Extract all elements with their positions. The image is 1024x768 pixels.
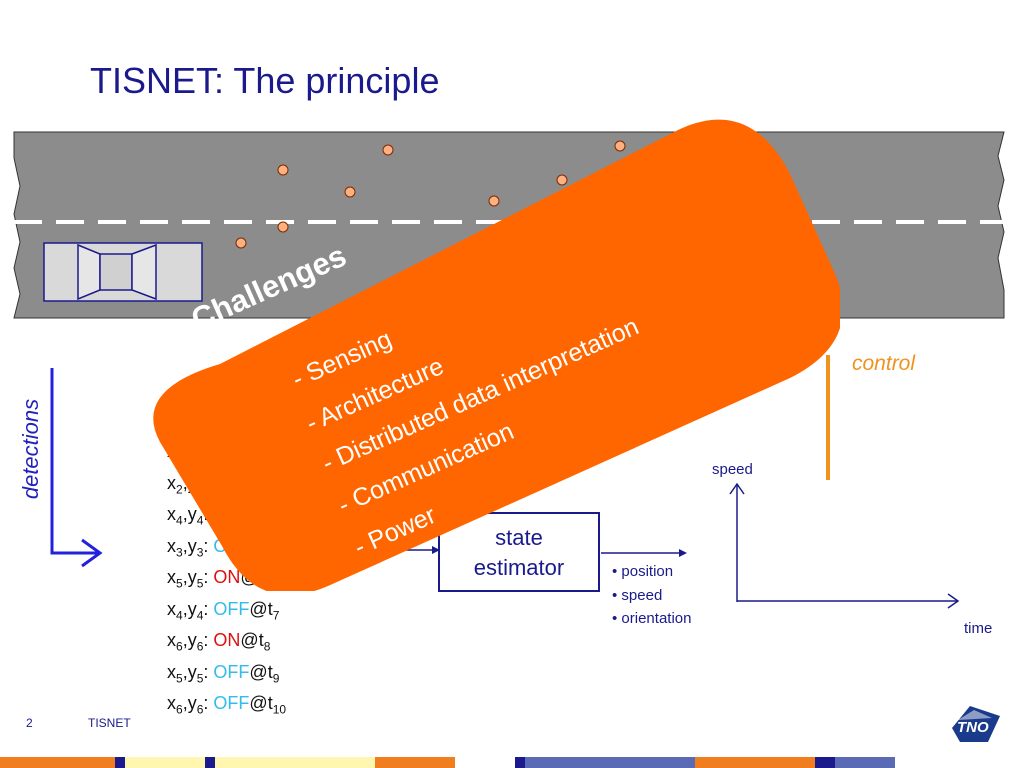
event-x-index: 6 bbox=[176, 702, 183, 717]
sensor-dot bbox=[235, 237, 247, 249]
separator: : bbox=[203, 693, 214, 713]
event-x-index: 4 bbox=[176, 608, 183, 623]
event-x-index: 6 bbox=[176, 639, 183, 654]
output-item: • speed bbox=[612, 586, 663, 604]
state-estimator-line2: estimator bbox=[473, 555, 565, 580]
speed-time-axes bbox=[729, 482, 960, 609]
event-state: ON bbox=[213, 567, 241, 587]
sensor-dot bbox=[556, 174, 568, 186]
event-y-index: 3 bbox=[196, 545, 204, 560]
detection-event: x4,y4: OFF@t7 bbox=[167, 594, 286, 626]
event-time-index: 7 bbox=[272, 608, 280, 623]
control-label: control bbox=[852, 352, 916, 375]
separator: , bbox=[182, 598, 188, 619]
event-state: ON bbox=[213, 630, 241, 650]
detection-event: x5,y5: OFF@t9 bbox=[167, 657, 286, 689]
separator: , bbox=[182, 630, 188, 650]
event-y: y bbox=[187, 661, 197, 682]
event-x: x bbox=[167, 535, 176, 556]
event-x: x bbox=[167, 630, 176, 650]
event-time: t bbox=[258, 630, 264, 650]
challenges-callout bbox=[153, 119, 840, 591]
event-x-index: 5 bbox=[176, 576, 183, 591]
state-estimator-box: state estimator bbox=[438, 512, 600, 592]
event-y-index: 4 bbox=[196, 608, 204, 623]
car-icon bbox=[43, 242, 203, 302]
x-axis-label: time bbox=[964, 620, 993, 637]
page-number: 2 bbox=[26, 716, 33, 730]
event-x: x bbox=[167, 661, 176, 682]
event-y: y bbox=[187, 535, 197, 556]
separator: , bbox=[182, 504, 188, 524]
y-axis-label: speed bbox=[712, 461, 753, 478]
output-list: • position • speed • orientation bbox=[612, 560, 691, 631]
svg-text:TNO: TNO bbox=[957, 719, 989, 736]
tno-logo-icon: TNO bbox=[952, 706, 1000, 742]
event-y: y bbox=[187, 693, 197, 713]
detections-label: detections bbox=[18, 398, 43, 500]
event-time-index: 10 bbox=[272, 702, 287, 717]
slide-title: TISNET: The principle bbox=[90, 60, 440, 101]
separator: @ bbox=[240, 630, 259, 650]
sensor-dot bbox=[277, 164, 289, 176]
separator: : bbox=[203, 535, 214, 556]
sensor-dot bbox=[277, 221, 289, 233]
event-time: t bbox=[267, 598, 273, 619]
footer-color-bar bbox=[0, 757, 1024, 768]
separator: , bbox=[182, 661, 188, 682]
detection-event: x6,y6: ON@t8 bbox=[167, 625, 286, 657]
separator: : bbox=[203, 567, 214, 587]
event-x: x bbox=[167, 693, 176, 713]
event-y-index: 5 bbox=[196, 576, 204, 591]
event-state: OFF bbox=[213, 661, 250, 682]
event-y: y bbox=[187, 567, 197, 587]
sensor-dot bbox=[382, 144, 394, 156]
event-x-index: 4 bbox=[176, 513, 183, 528]
separator: , bbox=[182, 693, 188, 713]
detections-arrow bbox=[50, 368, 103, 568]
separator: @ bbox=[249, 693, 268, 713]
event-x-index: 2 bbox=[176, 482, 183, 497]
output-item: • orientation bbox=[612, 610, 692, 627]
footer-title: TISNET bbox=[88, 716, 131, 730]
event-state: OFF bbox=[213, 598, 250, 619]
event-x: x bbox=[167, 472, 176, 493]
state-estimator-line1: state bbox=[495, 525, 543, 550]
separator: : bbox=[203, 598, 214, 619]
output-item: • position bbox=[612, 563, 674, 580]
separator: @ bbox=[249, 661, 268, 682]
event-y: y bbox=[187, 504, 197, 524]
event-y-index: 6 bbox=[196, 639, 204, 654]
event-y: y bbox=[187, 598, 197, 619]
event-y-index: 5 bbox=[196, 671, 204, 686]
event-time: t bbox=[267, 661, 273, 682]
separator: , bbox=[182, 567, 188, 587]
event-time-index: 9 bbox=[272, 671, 280, 686]
detection-event: x6,y6: OFF@t10 bbox=[167, 688, 286, 720]
event-x: x bbox=[167, 504, 176, 524]
separator: , bbox=[182, 535, 188, 556]
sensor-dot bbox=[488, 195, 500, 207]
event-x: x bbox=[167, 598, 176, 619]
event-x-index: 3 bbox=[176, 545, 183, 560]
event-state: OFF bbox=[213, 693, 250, 713]
sensor-dots bbox=[235, 140, 626, 249]
sensor-dot bbox=[614, 140, 626, 152]
event-x-index: 5 bbox=[176, 671, 183, 686]
event-y-index: 4 bbox=[196, 513, 204, 528]
event-y-index: 6 bbox=[196, 702, 204, 717]
separator: : bbox=[203, 661, 214, 682]
separator: @ bbox=[249, 598, 268, 619]
event-time: t bbox=[267, 693, 273, 713]
event-x: x bbox=[167, 567, 176, 587]
separator: : bbox=[203, 630, 214, 650]
event-time-index: 8 bbox=[263, 639, 271, 654]
sensor-dot bbox=[344, 186, 356, 198]
event-y: y bbox=[187, 630, 197, 650]
